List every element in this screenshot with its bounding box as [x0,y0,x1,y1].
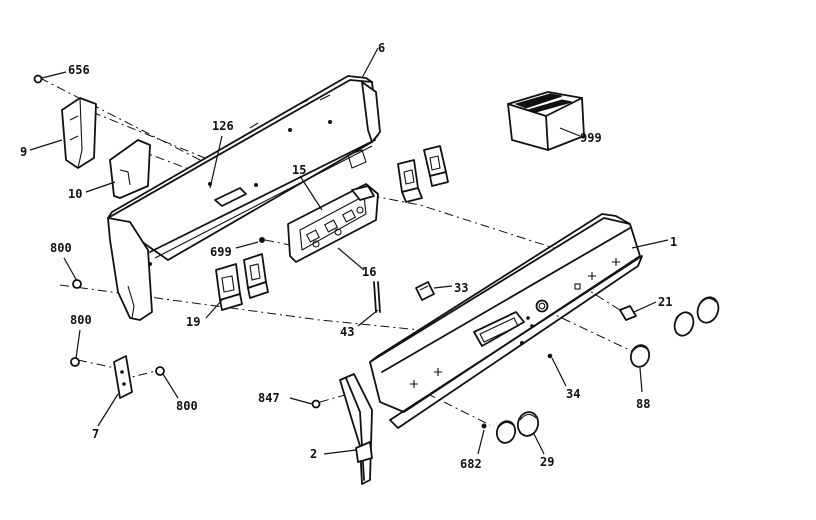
rod-43 [357,281,381,327]
callout-2: 2 [310,447,317,461]
callout-88: 88 [636,397,650,411]
backguard-frame-6 [107,47,381,321]
callout-21: 21 [658,295,672,309]
callout-1: 1 [670,235,677,249]
callout-33: 33 [454,281,468,295]
screw-126 [209,135,223,189]
callout-16: 16 [362,265,376,279]
screw-699 [235,237,265,249]
screw-682 [477,423,487,455]
control-board-15 [287,175,379,271]
callout-10: 10 [68,187,82,201]
clip-21 [619,301,657,321]
callout-800-c: 800 [176,399,198,413]
control-panel-1 [369,213,669,429]
screw-800-b [70,329,81,367]
screw-847 [289,397,321,409]
callout-43: 43 [340,325,354,339]
screw-800-a [63,257,82,289]
callout-656: 656 [68,63,90,77]
knobs-29 [495,411,545,455]
callout-34: 34 [566,387,580,401]
callout-126: 126 [212,119,234,133]
callout-999: 999 [580,131,602,145]
callout-9: 9 [20,145,27,159]
callout-800-b: 800 [70,313,92,327]
callout-699: 699 [210,245,232,259]
callout-15: 15 [292,163,306,177]
end-bracket-2 [323,373,373,485]
callout-6: 6 [378,41,385,55]
callout-682: 682 [460,457,482,471]
callout-19: 19 [186,315,200,329]
bracket-9 [29,97,97,169]
callout-800-a: 800 [50,241,72,255]
screw-656 [33,71,67,84]
clip-33 [415,281,453,301]
box-999 [507,91,585,151]
switches-upper [397,145,449,203]
screw-800-c [155,366,179,399]
bracket-10 [85,139,151,199]
part-34 [547,353,567,387]
callout-29: 29 [540,455,554,469]
switches-19 [205,253,269,319]
callout-7: 7 [92,427,99,441]
knob-88 [629,344,651,393]
callout-labels: 656 9 10 126 6 15 16 699 800 800 800 19 … [20,41,677,471]
bracket-7 [97,355,133,427]
callout-847: 847 [258,391,280,405]
knobs-upper-right [673,296,720,337]
